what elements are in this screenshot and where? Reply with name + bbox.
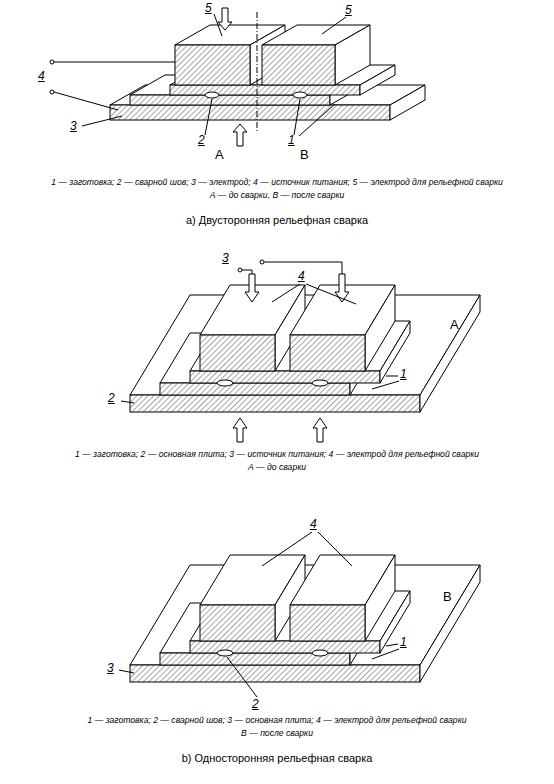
callout-number: 1 <box>288 134 295 147</box>
legend-text: 1 — заготовка; 2 — основная плита; 3 — и… <box>0 450 554 459</box>
callout-number: 4 <box>38 70 45 83</box>
legend-text: А — до сварки, В — после сварки <box>0 191 554 200</box>
legend-text: В — после сварки <box>0 729 554 738</box>
figure-caption: b) Односторонняя рельефная сварка <box>0 752 554 764</box>
state-letter: А <box>450 318 459 332</box>
single-sided-before <box>121 260 480 442</box>
callout-number: 1 <box>400 368 407 381</box>
legend-text: 1 — заготовка; 2 — сварной шов; 3 — осно… <box>0 716 554 725</box>
callout-number: 2 <box>108 392 115 405</box>
callout-number: 3 <box>222 252 229 265</box>
callout-number: 5 <box>345 4 352 17</box>
callout-number: 3 <box>107 662 114 675</box>
callout-number: 4 <box>310 518 317 531</box>
single-sided-after <box>119 532 480 697</box>
double-sided-figure <box>50 8 425 146</box>
legend-text: А — до сварки <box>0 463 554 472</box>
state-letter: В <box>443 590 452 604</box>
callout-number: 3 <box>70 120 77 133</box>
state-letter: А <box>215 148 224 162</box>
legend-text: 1 — заготовка; 2 — сварной шов; 3 — элек… <box>0 178 554 187</box>
callout-number: 1 <box>400 636 407 649</box>
callout-number: 5 <box>205 2 212 15</box>
figure-caption: а) Двусторонняя рельефная сварка <box>0 214 554 226</box>
callout-number: 2 <box>252 698 259 711</box>
callout-number: 4 <box>298 270 305 283</box>
state-letter: В <box>300 148 309 162</box>
callout-number: 2 <box>198 134 205 147</box>
